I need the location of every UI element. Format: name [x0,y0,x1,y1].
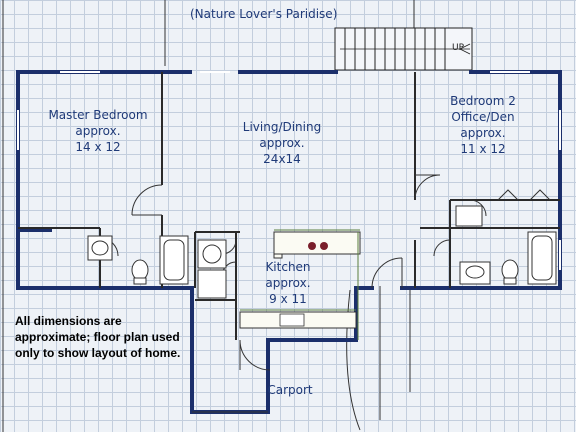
laundry-units [197,239,227,299]
stairs [334,27,473,71]
bedroom2-name: Bedroom 2 [450,94,516,108]
master-bedroom-label: Master Bedroom approx. 14 x 12 [38,107,158,155]
living-dining-label: Living/Dining approx. 24x14 [222,119,342,167]
bedroom2-alt-name: Office/Den [451,110,515,124]
interior-walls [18,72,560,340]
kitchen-label: Kitchen approx. 9 x 11 [248,259,328,307]
stairs-up-label: UP [452,43,465,53]
bedroom2-size: 11 x 12 [460,142,506,156]
bath-fixtures [87,205,557,285]
kitchen-size-prefix: approx. [265,276,311,290]
kitchen-appliances [240,229,360,340]
kitchen-size: 9 x 11 [269,292,307,306]
bedroom2-size-prefix: approx. [460,126,506,140]
carport-label: Carport [267,383,313,397]
site-lines [2,0,415,432]
master-bedroom-size-prefix: approx. [75,124,121,138]
living-dining-size-prefix: approx. [259,136,305,150]
living-dining-size: 24x14 [263,152,301,166]
kitchen-name: Kitchen [265,260,311,274]
living-dining-name: Living/Dining [242,120,322,134]
windows [17,71,561,270]
door-swings [99,174,487,371]
master-bedroom-name: Master Bedroom [48,108,148,122]
closet [497,189,551,201]
master-bedroom-size: 14 x 12 [75,140,121,154]
bedroom2-label: Bedroom 2 Office/Den approx. 11 x 12 [428,93,538,157]
plan-title: (Nature Lover's Paridise) [190,7,338,21]
dimensions-note: All dimensions are approximate; floor pl… [15,314,181,360]
stove [279,242,328,327]
